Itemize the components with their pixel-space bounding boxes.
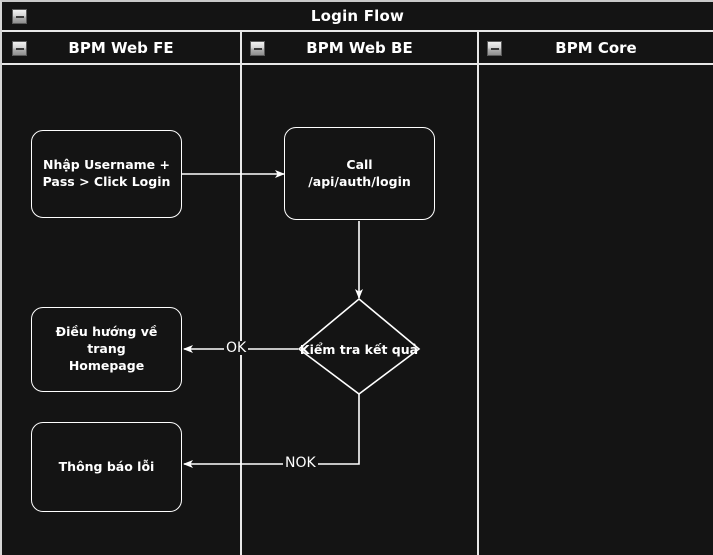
lane-divider-be-core: [477, 32, 479, 555]
edge-label-ok: OK: [224, 340, 249, 356]
lane-header-fe: BPM Web FE: [2, 32, 240, 65]
node-label-decision-check: Kiểm tra kết quả: [299, 342, 419, 357]
node-task-input-login[interactable]: Nhập Username + Pass > Click Login: [31, 130, 182, 218]
lane-collapse-minus-icon-core[interactable]: [487, 41, 502, 56]
pool-title-label: Login Flow: [310, 7, 405, 25]
node-label-line-2: Homepage: [68, 357, 145, 373]
lane-header-core: BPM Core: [479, 32, 713, 65]
lane-label-be: BPM Web BE: [306, 38, 413, 57]
node-label-call-api: Call /api/auth/login: [308, 156, 411, 189]
lane-collapse-minus-icon-fe[interactable]: [12, 41, 27, 56]
node-label-go-home: Điều hướng về trang Homepage: [40, 324, 173, 375]
node-task-go-home[interactable]: Điều hướng về trang Homepage: [31, 307, 182, 392]
edge-label-nok: NOK: [283, 455, 318, 471]
lane-label-core: BPM Core: [555, 38, 637, 57]
node-task-show-error[interactable]: Thông báo lỗi: [31, 422, 182, 512]
pool-title-bar: Login Flow: [2, 2, 713, 32]
node-label-line-2: Pass > Click Login: [42, 174, 171, 189]
node-task-call-api[interactable]: Call /api/auth/login: [284, 127, 435, 220]
edge-check-to-error-nok: [183, 394, 360, 468]
lane-header-be: BPM Web BE: [242, 32, 477, 65]
lane-label-fe: BPM Web FE: [68, 38, 174, 57]
lane-collapse-minus-icon-be[interactable]: [250, 41, 265, 56]
node-label-line-1: Nhập Username +: [42, 157, 170, 173]
lane-divider-fe-be: [240, 32, 242, 555]
node-label-show-error: Thông báo lỗi: [58, 458, 155, 474]
node-label-line-1: Điều hướng về trang: [55, 324, 158, 357]
pool-collapse-minus-icon[interactable]: [12, 9, 27, 24]
node-label-input-login: Nhập Username + Pass > Click Login: [43, 157, 171, 191]
